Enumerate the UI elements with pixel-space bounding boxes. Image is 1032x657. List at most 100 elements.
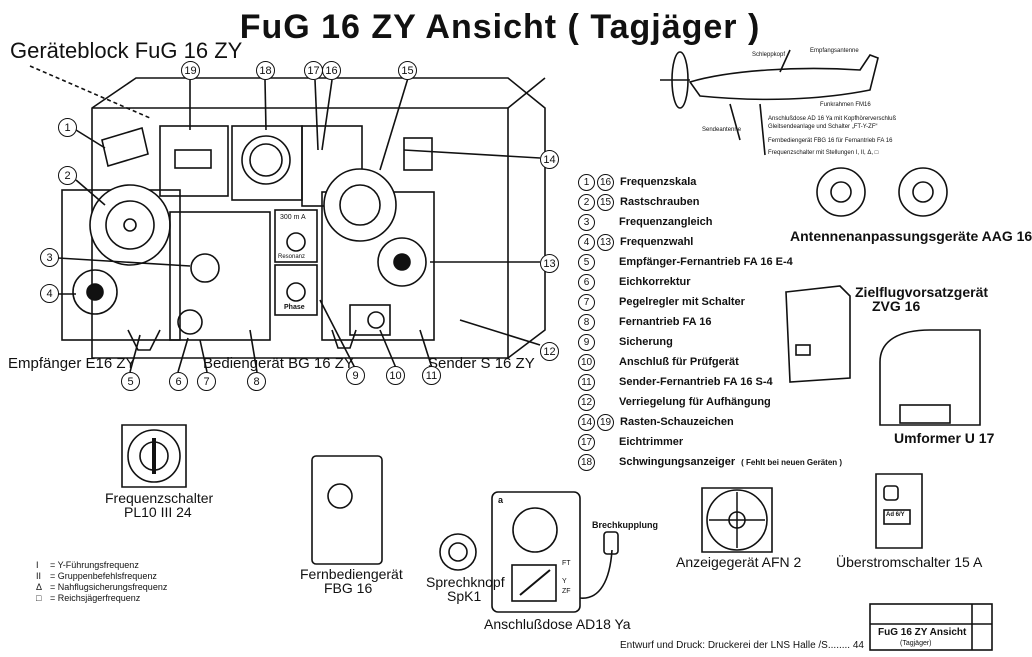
fbg-label-2: FBG 16 [324,580,373,596]
legend-num: 14 [578,413,595,431]
legend-num: 17 [578,433,595,451]
meter-panel [274,209,318,263]
legend-text: Pegelregler mit Schalter [619,296,745,308]
freq-legend-text: = Reichsjägerfrequenz [50,593,141,603]
transmitter-label: Sender S 16 ZY [428,355,535,372]
resonance-label: Resonanz [278,254,306,260]
callout-3: 3 [40,248,59,267]
callout-14: 14 [540,150,559,169]
freq-legend-symbol: II [36,571,42,581]
freq-legend-text: = Gruppenbefehlsfrequenz [50,571,157,581]
callout-7: 7 [197,372,216,391]
legend-text: Frequenzwahl [620,236,694,248]
ad18-label: Anschlußdose AD18 Ya [484,616,631,632]
legend-text: Verriegelung für Aufhängung [619,396,771,408]
legend-num: 19 [597,413,614,431]
frequency-indicator-panel [159,125,229,197]
legend-row-2: 2 15 Rastschrauben [578,192,699,212]
callout-4: 4 [40,284,59,303]
legend-text: Sender-Fernantrieb FA 16 S-4 [619,376,773,388]
legend-num: 13 [597,233,614,251]
legend-text: Anschluß für Prüfgerät [619,356,739,368]
legend-row-9: 9 Sicherung [578,332,673,352]
footer-credit: Entwurf und Druck: Druckerei der LNS Hal… [620,640,864,651]
legend-num: 3 [578,213,595,231]
brechkupplung-label: Brechkupplung [592,520,659,530]
callout-6: 6 [169,372,188,391]
freqschalter-label-2: PL10 III 24 [124,504,192,520]
callout-16: 16 [322,61,341,80]
transmitter-knob [377,237,427,287]
frequency-switch-device [121,424,187,488]
block-title: Geräteblock FuG 16 ZY [10,38,243,63]
afn2-label: Anzeigegerät AFN 2 [676,554,802,570]
ad18-device [491,491,581,613]
frequency-scale [101,126,149,168]
callout-11: 11 [422,366,441,385]
plane-empfangsantenne: Empfangsantenne [810,48,859,54]
legend-text: Fernantrieb FA 16 [619,316,712,328]
callout-2: 2 [58,166,77,185]
freq-legend-symbol: I [36,560,39,570]
ueberstrom-plate: Ad 6/Y [886,512,905,518]
legend-row-13: 14 19 Rasten-Schauzeichen [578,412,734,432]
title-block-sub: (Tagjäger) [900,640,932,647]
afn2-device [701,487,773,553]
legend-row-8: 8 Fernantrieb FA 16 [578,312,712,332]
zvg-device [785,285,851,383]
freq-legend-row: II = Gruppenbefehlsfrequenz [36,571,157,581]
ueberstrom-label: Überstromschalter 15 A [836,554,983,570]
ueberstrom-device [875,473,923,549]
transmitter-dial [323,168,397,242]
callout-15: 15 [398,61,417,80]
callout-1: 1 [58,118,77,137]
aag-device-1 [816,167,866,217]
legend-text: Frequenzskala [620,176,697,188]
legend-num: 7 [578,293,595,311]
ad18-y: Y [562,578,567,585]
receiver-dial [89,184,171,266]
diagram-drawing [29,49,993,651]
callout-13: 13 [540,254,559,273]
legend-text: Eichkorrektur [619,276,691,288]
callout-18: 18 [256,61,275,80]
spk-device [439,533,477,571]
plane-anschlussdose-1: Anschlußdose AD 16 Ya mit Kopfhörerversc… [768,116,897,122]
callout-9: 9 [346,366,365,385]
plane-funkrahmen: Funkrahmen FM16 [820,102,871,108]
legend-text: Rastschrauben [620,196,700,208]
aircraft-sketch [688,54,879,101]
aag-label: Antennenanpassungsgeräte AAG 16 [790,228,1032,244]
freq-legend-symbol: □ [36,593,42,603]
title-block [869,603,993,651]
freq-legend-row: Δ= Nahflugsicherungsfrequenz [36,582,167,592]
legend-row-7: 7 Pegelregler mit Schalter [578,292,745,312]
callout-19: 19 [181,61,200,80]
legend-text: Empfänger-Fernantrieb FA 16 E-4 [619,256,793,268]
phase-panel [274,264,318,316]
legend-row-4: 4 13 Frequenzwahl [578,232,693,252]
freq-legend-row: I = Y-Führungsfrequenz [36,560,139,570]
plane-sendeantenne: Sendeantenne [702,127,742,133]
aag-device-2 [898,167,948,217]
callout-17: 17 [304,61,323,80]
legend-row-14: 17 Eichtrimmer [578,432,683,452]
legend-num: 1 [578,173,595,191]
control-unit-label: Bediengerät BG 16 ZY [203,355,354,372]
ad18-letter: a [498,495,504,505]
page-title: FuG 16 ZY Ansicht ( Tagjäger ) [239,8,761,46]
callout-8: 8 [247,372,266,391]
legend-row-3: 3 Frequenzangleich [578,212,713,232]
freq-legend-row: □ = Reichsjägerfrequenz [36,593,140,603]
control-box [169,211,271,341]
freq-legend-text: = Nahflugsicherungsfrequenz [50,582,168,592]
freqschalter-label-1: Frequenzschalter [105,490,214,506]
meter-label: 300 m A [280,214,306,221]
plane-frequenzschalter: Frequenzschalter mit Stellungen I, II, Δ… [768,150,879,156]
legend-num: 12 [578,393,595,411]
spk-label-2: SpK1 [447,588,482,604]
freq-legend-text: = Y-Führungsfrequenz [50,560,139,570]
legend-text: Eichtrimmer [619,436,684,448]
plane-anschlussdose-2: Gleitsendeanlage und Schalter „FT-Y-ZF“ [768,124,878,130]
legend-row-10: 10 Anschluß für Prüfgerät [578,352,739,372]
